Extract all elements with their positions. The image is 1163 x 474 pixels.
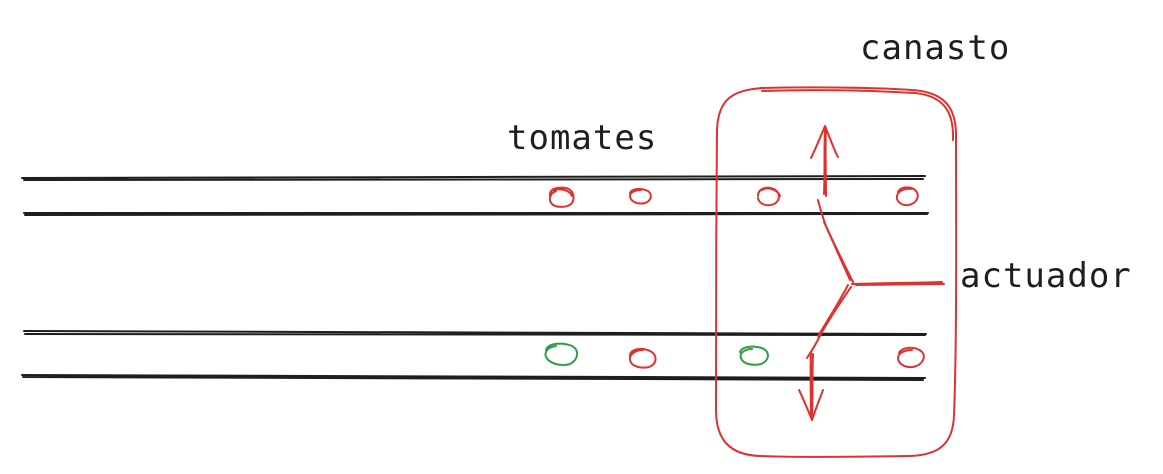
upper-conveyor-top-edge [21, 175, 926, 181]
tomato-red [548, 186, 575, 208]
actuator-label: actuador [960, 256, 1132, 296]
upper-tomatoes [548, 186, 919, 208]
lower-conveyor-bottom-edge [21, 374, 926, 381]
upper-conveyor [21, 175, 929, 216]
tomato-red [629, 187, 652, 205]
tomato-red [895, 186, 919, 207]
actuator-upper-link [817, 199, 854, 283]
actuator-lower-link [806, 284, 852, 359]
basket-label: canasto [860, 28, 1011, 68]
tomato-red [897, 346, 925, 369]
tomato-green [739, 345, 769, 366]
upper-conveyor-bottom-edge [23, 212, 929, 216]
lower-conveyor [21, 330, 927, 381]
tomato-green [544, 342, 578, 367]
tomato-red [628, 347, 657, 369]
actuator [798, 125, 945, 421]
tomatoes-label: tomates [507, 118, 658, 158]
basket-outline [715, 86, 958, 458]
actuator-arm [851, 281, 945, 286]
tomato-red [757, 186, 781, 207]
lower-conveyor-top-edge [23, 330, 927, 336]
actuator-up-arrow [810, 125, 839, 197]
lower-tomatoes [544, 342, 925, 369]
actuator-down-arrow [798, 351, 824, 421]
